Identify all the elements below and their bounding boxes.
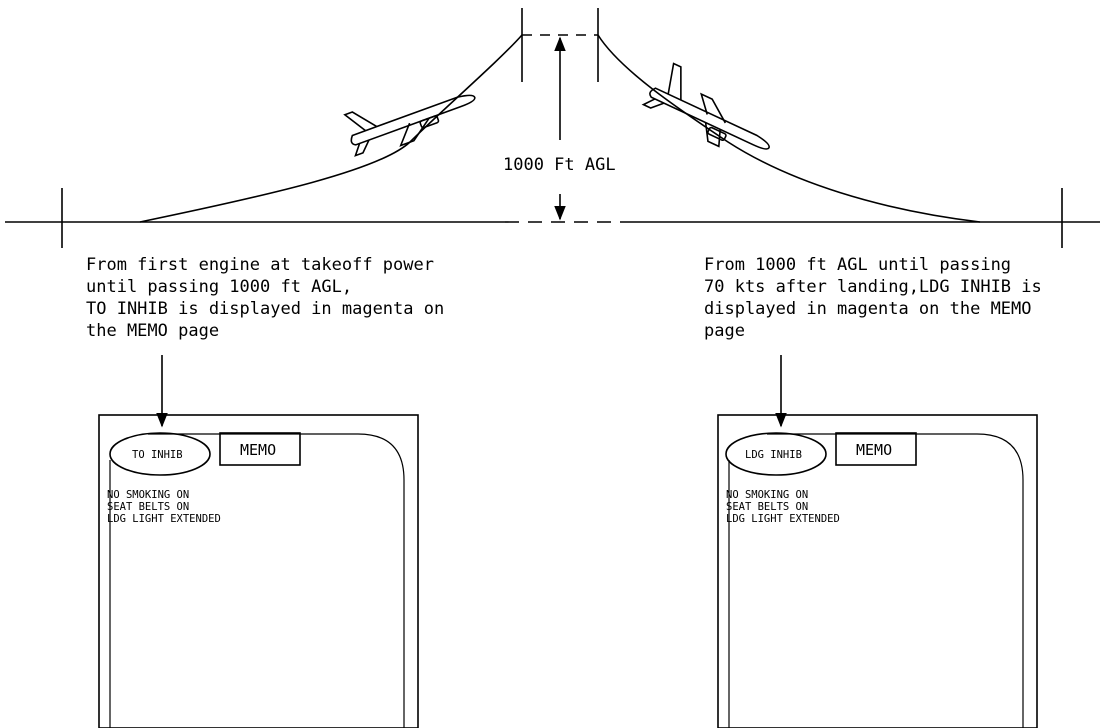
takeoff-caption: From first engine at takeoff power until…: [86, 255, 444, 341]
landing-memo-panel: LDG INHIB MEMO NO SMOKING ON SEAT BELTS …: [717, 414, 1038, 728]
landing-inhibit-label: LDG INHIB: [745, 449, 802, 461]
takeoff-caption-line: until passing 1000 ft AGL,: [86, 277, 352, 297]
takeoff-inhibit-ellipse: [109, 432, 211, 476]
landing-inhibit-ellipse: [725, 432, 827, 476]
takeoff-airplane-icon: [343, 94, 476, 157]
landing-memo-label: MEMO: [856, 441, 892, 459]
landing-caption: From 1000 ft AGL until passing 70 kts af…: [704, 255, 1042, 341]
landing-caption-line: From 1000 ft AGL until passing: [704, 255, 1011, 275]
landing-memo-item: NO SMOKING ON: [726, 489, 808, 501]
landing-memo-item: SEAT BELTS ON: [726, 501, 808, 513]
flight-path-curve: [139, 8, 981, 223]
takeoff-memo-item: NO SMOKING ON: [107, 489, 189, 501]
landing-caption-line: 70 kts after landing,LDG INHIB is: [704, 277, 1042, 297]
takeoff-memo-panel: TO INHIB MEMO NO SMOKING ON SEAT BELTS O…: [98, 414, 419, 728]
takeoff-caption-line: From first engine at takeoff power: [86, 255, 434, 275]
takeoff-inhibit-label: TO INHIB: [132, 449, 183, 461]
landing-caption-line: page: [704, 321, 745, 341]
landing-caption-line: displayed in magenta on the MEMO: [704, 299, 1032, 319]
landing-memo-box: [835, 432, 917, 466]
landing-memo-item: LDG LIGHT EXTENDED: [726, 513, 840, 525]
takeoff-caption-line: the MEMO page: [86, 321, 219, 341]
altitude-label: 1000 Ft AGL: [503, 155, 616, 175]
takeoff-caption-line: TO INHIB is displayed in magenta on: [86, 299, 444, 319]
takeoff-memo-label: MEMO: [240, 441, 276, 459]
altitude-marker: 1000 Ft AGL: [503, 36, 616, 221]
ground-line: [5, 188, 1100, 248]
takeoff-memo-box: [219, 432, 301, 466]
landing-airplane-icon: [641, 62, 770, 150]
takeoff-memo-item: LDG LIGHT EXTENDED: [107, 513, 221, 525]
takeoff-memo-item: SEAT BELTS ON: [107, 501, 189, 513]
